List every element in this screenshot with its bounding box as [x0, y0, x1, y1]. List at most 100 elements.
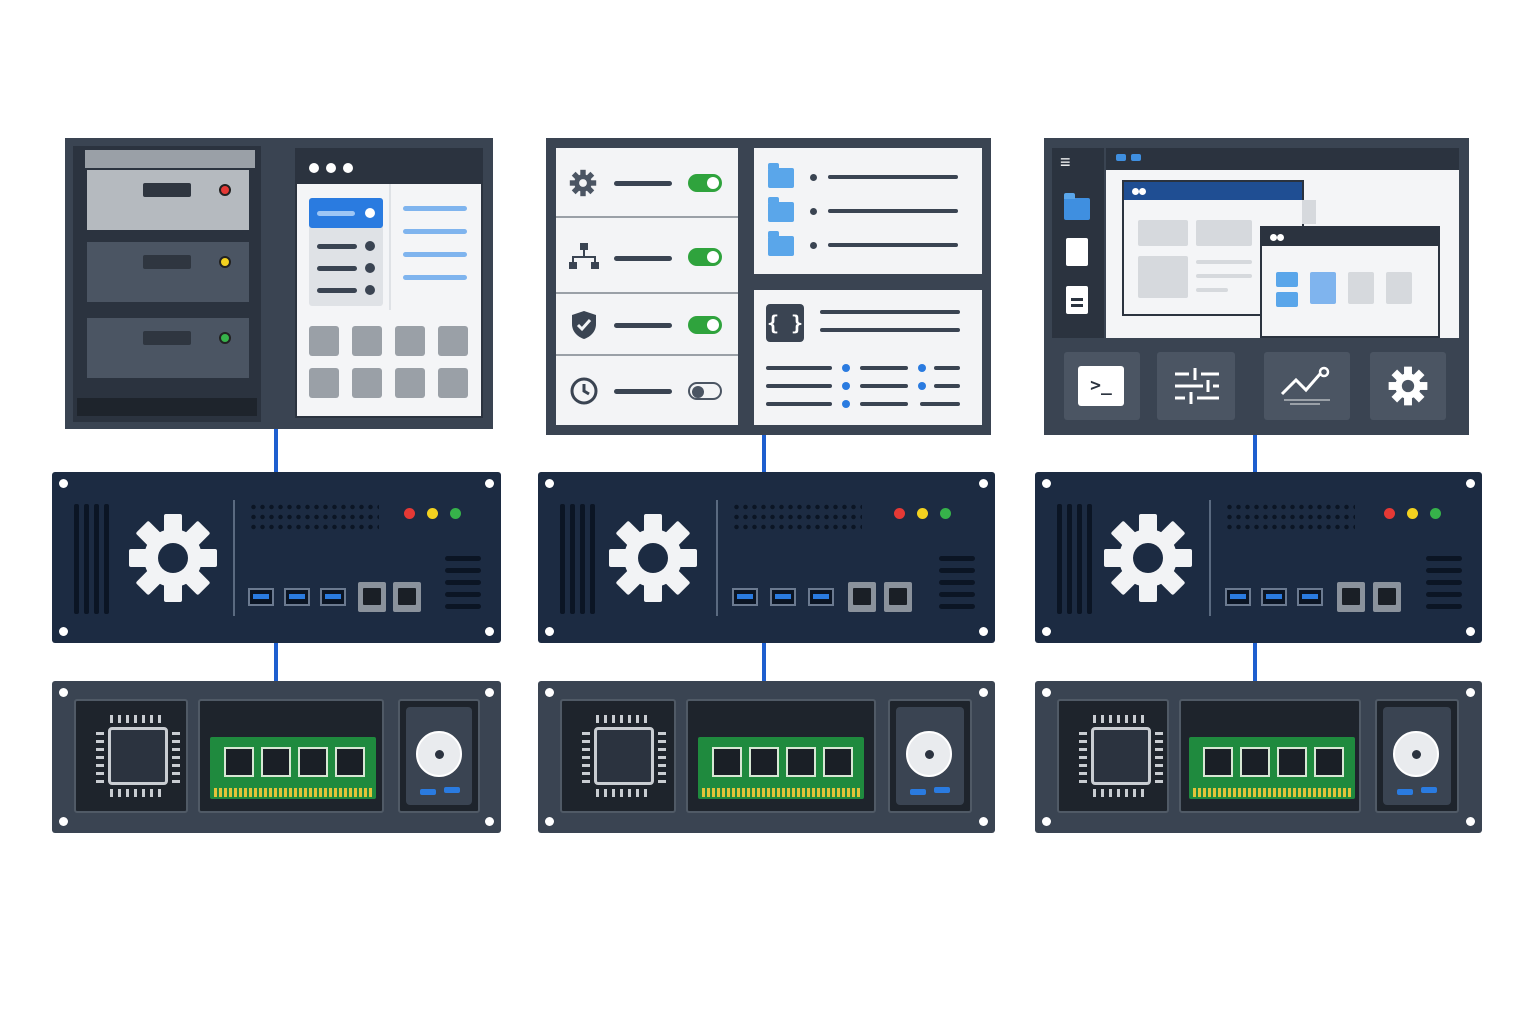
status-led-green — [1430, 508, 1441, 519]
ram-bay — [198, 699, 384, 813]
window-dots-icon — [297, 150, 481, 184]
drive-bay — [888, 699, 972, 813]
shield-icon — [572, 311, 596, 339]
connector-line — [274, 643, 278, 681]
storage-app-panel — [65, 138, 493, 429]
cpu-icon — [108, 727, 168, 785]
ram-module-icon — [210, 737, 376, 799]
status-led-green — [450, 508, 461, 519]
status-led-green — [940, 508, 951, 519]
settings-row — [556, 294, 738, 356]
server-chassis — [538, 472, 995, 643]
stack-1 — [52, 0, 512, 1024]
app-panel — [295, 148, 483, 418]
usb-port-icon[interactable] — [1225, 588, 1251, 606]
hardware-chassis — [1035, 681, 1482, 833]
storage-drawer[interactable] — [85, 240, 251, 304]
ethernet-port-icon[interactable] — [393, 582, 421, 612]
grid-tiles-icon — [309, 326, 479, 406]
toggle-switch[interactable] — [688, 382, 722, 400]
usb-port-icon[interactable] — [284, 588, 310, 606]
status-led-red — [1384, 508, 1395, 519]
stack-2: { } — [538, 0, 998, 1024]
folder-icon[interactable] — [768, 163, 794, 188]
cpu-bay — [1057, 699, 1169, 813]
clock-icon — [570, 377, 598, 405]
hardware-chassis — [538, 681, 995, 833]
hard-drive-icon — [906, 731, 952, 777]
connector-line — [274, 429, 278, 472]
toggle-switch[interactable] — [688, 248, 722, 266]
code-panel: { } — [754, 290, 982, 425]
settings-row — [556, 356, 738, 425]
connector-line — [1253, 435, 1257, 472]
terminal-icon: >_ — [1078, 366, 1124, 406]
settings-panel: { } — [546, 138, 991, 435]
connector-line — [1253, 643, 1257, 681]
connector-line — [762, 643, 766, 681]
usb-port-icon[interactable] — [808, 588, 834, 606]
drawer-cabinet — [73, 146, 261, 422]
gear-icon — [1388, 366, 1428, 406]
gear-icon — [129, 514, 217, 602]
document-icon[interactable] — [1066, 286, 1088, 314]
settings-row — [556, 148, 738, 218]
cpu-bay — [74, 699, 188, 813]
folder-list — [754, 148, 982, 274]
status-led-red — [894, 508, 905, 519]
status-led-red — [404, 508, 415, 519]
gear-icon — [609, 514, 697, 602]
file-icon[interactable] — [1066, 238, 1088, 266]
ram-module-icon — [698, 737, 864, 799]
settings-button[interactable] — [1370, 352, 1446, 420]
ethernet-port-icon[interactable] — [884, 582, 912, 612]
usb-port-icon[interactable] — [248, 588, 274, 606]
app-list — [309, 198, 383, 306]
sliders-button[interactable] — [1157, 352, 1235, 420]
list-item-selected[interactable] — [309, 198, 383, 228]
ethernet-port-icon[interactable] — [1373, 582, 1401, 612]
usb-port-icon[interactable] — [1261, 588, 1287, 606]
folder-icon[interactable] — [1064, 193, 1090, 220]
app-window[interactable] — [1260, 226, 1440, 338]
usb-port-icon[interactable] — [1297, 588, 1323, 606]
storage-drawer[interactable] — [85, 316, 251, 380]
ethernet-port-icon[interactable] — [1337, 582, 1365, 612]
drive-bay — [1375, 699, 1459, 813]
menu-icon[interactable]: ≡ — [1060, 152, 1071, 172]
storage-drawer[interactable] — [85, 168, 251, 232]
hardware-chassis — [52, 681, 501, 833]
settings-list — [556, 148, 738, 425]
analytics-icon — [1280, 366, 1330, 405]
hard-drive-icon — [1393, 731, 1439, 777]
gear-icon — [1104, 514, 1192, 602]
cpu-bay — [560, 699, 676, 813]
settings-row — [556, 220, 738, 294]
desktop-workspace: ≡ — [1044, 138, 1469, 435]
cpu-icon — [594, 727, 654, 785]
status-led-yellow — [917, 508, 928, 519]
drive-bay — [398, 699, 480, 813]
usb-port-icon[interactable] — [732, 588, 758, 606]
stack-3: ≡ — [1035, 0, 1495, 1024]
ram-bay — [1179, 699, 1361, 813]
ram-module-icon — [1189, 737, 1355, 799]
usb-port-icon[interactable] — [320, 588, 346, 606]
usb-port-icon[interactable] — [770, 588, 796, 606]
terminal-button[interactable]: >_ — [1064, 352, 1140, 420]
folder-icon[interactable] — [768, 197, 794, 222]
ethernet-port-icon[interactable] — [848, 582, 876, 612]
vent-grill — [249, 502, 379, 530]
toggle-switch[interactable] — [688, 174, 722, 192]
ethernet-port-icon[interactable] — [358, 582, 386, 612]
network-icon — [569, 243, 599, 269]
sliders-icon — [1175, 368, 1219, 404]
ram-bay — [686, 699, 876, 813]
analytics-button[interactable] — [1264, 352, 1350, 420]
toggle-switch[interactable] — [688, 316, 722, 334]
sidebar: ≡ — [1052, 148, 1104, 338]
status-led-yellow — [427, 508, 438, 519]
folder-icon[interactable] — [768, 231, 794, 256]
code-braces-icon: { } — [766, 304, 804, 342]
server-chassis — [1035, 472, 1482, 643]
